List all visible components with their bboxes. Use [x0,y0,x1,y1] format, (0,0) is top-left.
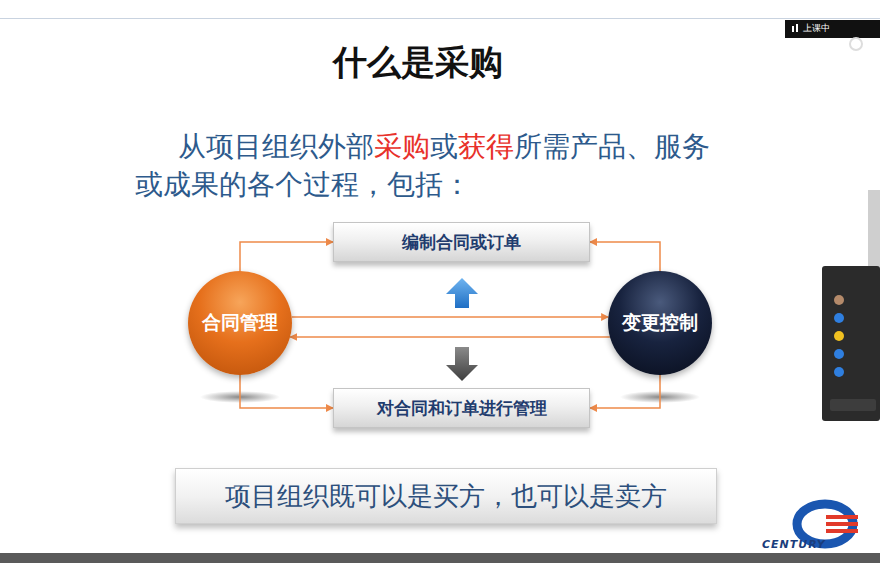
note-banner: 项目组织既可以是买方，也可以是卖方 [175,468,717,524]
node-text: 变更控制 [622,310,698,336]
status-text: 上课中 [803,22,830,35]
logo-text: CENTURY [762,538,826,551]
process-box: 对合同和订单进行管理 [333,388,590,428]
connector-arrow [240,242,333,271]
connector-arrow [240,375,333,408]
logo-stripe [826,522,858,526]
process-box: 编制合同或订单 [333,222,590,262]
signal-icon [796,24,798,32]
connector-arrow [590,375,660,408]
paragraph-text: 采购 [374,130,430,163]
connector-arrow [590,242,660,271]
avatar [834,313,844,323]
avatar [834,331,844,341]
slide-title: 什么是采购 [290,40,545,86]
logo-stripe [826,529,858,533]
avatar [834,295,844,305]
node-text: 项目组织既可以是买方，也可以是卖方 [225,479,667,514]
status-widget [785,20,880,38]
top-bar [0,0,880,18]
up-arrow-icon [446,278,478,308]
node-text: 对合同和订单进行管理 [377,397,547,420]
paragraph-text: 获得 [458,130,514,163]
chat-input [830,399,876,411]
body-paragraph: 从项目组织外部采购或获得所需产品、服务或成果的各个过程，包括： [135,128,727,204]
connector-arrow [292,316,609,318]
avatar [834,367,844,377]
process-circle: 合同管理 [188,271,292,375]
signal-icon [792,26,794,32]
paragraph-text: 从项目组织外部 [178,130,374,163]
node-text: 合同管理 [202,310,278,336]
connector-arrow [290,336,610,338]
top-bar-line [0,18,880,19]
paragraph-text: 或 [430,130,458,163]
logo-stripe [826,515,858,519]
down-arrow-icon [446,347,478,381]
watermark-icon [850,38,862,50]
node-text: 编制合同或订单 [402,231,521,254]
avatar [834,349,844,359]
chat-panel [822,266,880,421]
process-circle: 变更控制 [608,271,712,375]
bottom-bar [0,553,880,563]
